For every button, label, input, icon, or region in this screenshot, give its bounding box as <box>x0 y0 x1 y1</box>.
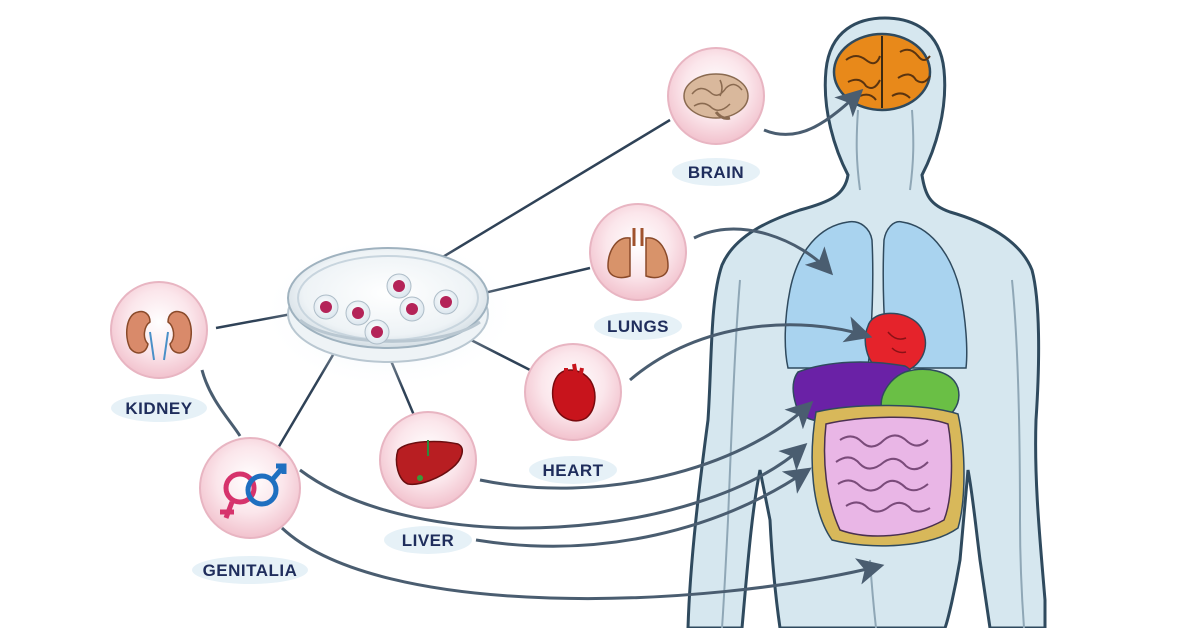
organ-kidney <box>111 282 207 378</box>
organoid-cell <box>400 297 424 321</box>
organoid-cell <box>387 274 411 298</box>
kidney-genitalia-link <box>202 370 240 436</box>
organ-heart <box>525 344 621 440</box>
organ-lungs <box>590 204 686 300</box>
label-liver: LIVER <box>402 531 455 550</box>
organ-brain <box>668 48 764 144</box>
brain-icon <box>684 74 748 118</box>
organoid-cell <box>365 320 389 344</box>
label-heart: HEART <box>542 461 603 480</box>
organoid-cell <box>434 290 458 314</box>
body-brain <box>834 34 930 110</box>
organ-genitalia <box>200 438 300 538</box>
body-intestine <box>825 417 952 536</box>
label-kidney: KIDNEY <box>125 399 192 418</box>
label-genitalia: GENITALIA <box>203 561 298 580</box>
organ-liver <box>380 412 476 508</box>
petri-dish <box>260 234 520 390</box>
organoid-cell <box>314 295 338 319</box>
label-brain: BRAIN <box>688 163 744 182</box>
organoid-cell <box>346 301 370 325</box>
label-lungs: LUNGS <box>607 317 669 336</box>
